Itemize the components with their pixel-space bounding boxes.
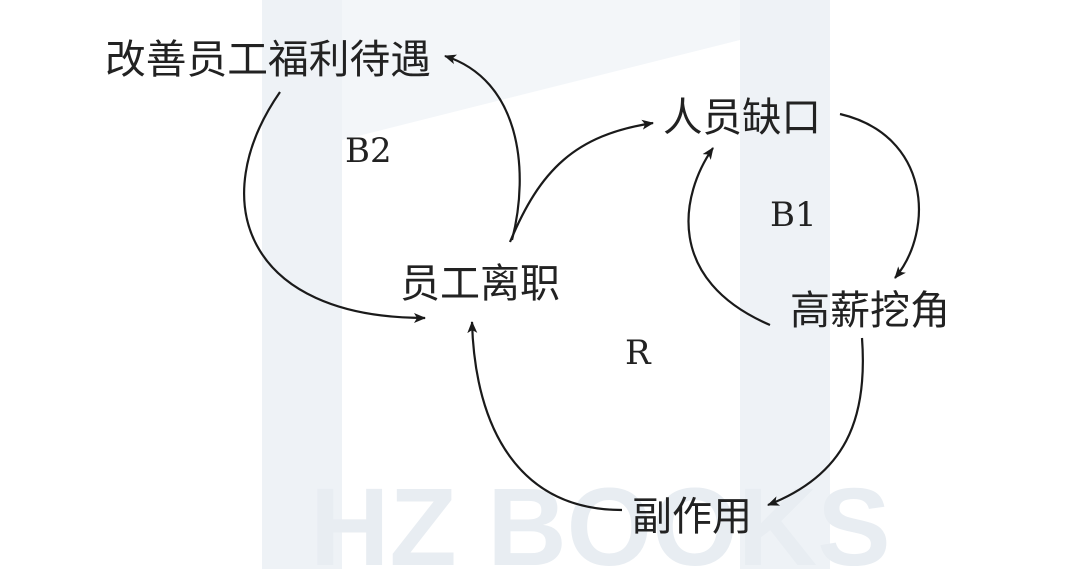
node-staff-gap: 人员缺口 — [663, 95, 821, 141]
loop-label-b2: B2 — [345, 131, 392, 171]
link-turnover-to-gap — [508, 119, 654, 243]
node-improve-welfare: 改善员工福利待遇 — [105, 37, 431, 83]
node-side-effect: 副作用 — [632, 494, 752, 540]
node-high-salary-poaching: 高薪挖角 — [790, 288, 950, 334]
link-poaching-to-gap — [687, 147, 771, 327]
watermark-panel-right — [740, 0, 830, 569]
watermark-panel-left — [262, 0, 342, 569]
loop-label-b1: B1 — [770, 195, 817, 235]
link-welfare-to-turnover — [243, 91, 426, 323]
link-turnover-to-welfare — [444, 54, 521, 241]
watermark-book-shape — [342, 0, 740, 140]
link-gap-to-poaching — [839, 112, 921, 279]
node-employee-turnover: 员工离职 — [400, 261, 560, 307]
link-poaching-to-side-effect — [767, 337, 864, 507]
loop-label-r: R — [625, 333, 652, 373]
link-side-effect-to-turnover — [467, 321, 623, 512]
watermark-text: HZ BOOKS — [310, 466, 891, 569]
